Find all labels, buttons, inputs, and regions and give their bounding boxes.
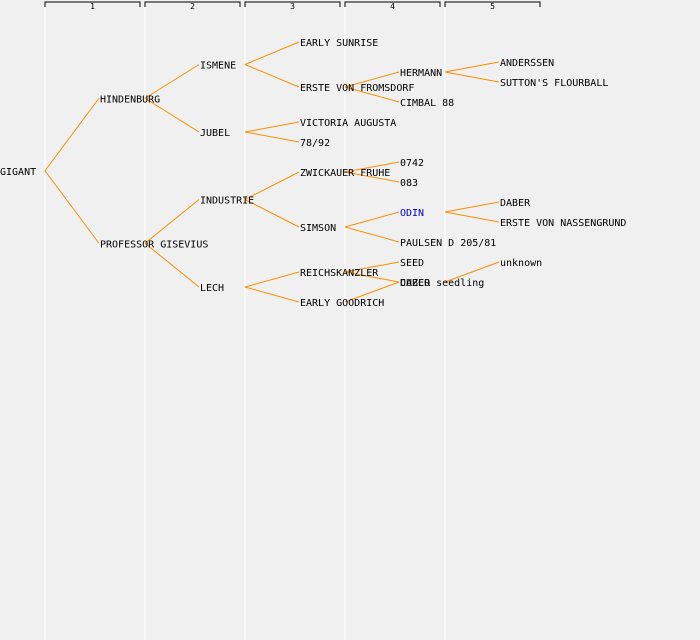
- generation-label: 4: [390, 2, 395, 11]
- tree-node: PAULSEN D 205/81: [400, 238, 496, 249]
- edge-layer: [44, 41, 500, 303]
- generation-label: 1: [90, 2, 95, 11]
- tree-node: 78/92: [300, 138, 330, 149]
- tree-edge: [344, 281, 400, 303]
- tree-edge: [444, 71, 500, 83]
- tree-edge: [244, 271, 300, 288]
- generation-label: 5: [490, 2, 495, 11]
- tree-edge: [244, 131, 300, 143]
- tree-edge: [344, 271, 400, 283]
- tree-node: ISMENE: [200, 61, 236, 72]
- tree-edge: [344, 211, 400, 228]
- tree-node: JUBEL: [200, 128, 230, 139]
- tree-node: SIMSON: [300, 223, 336, 234]
- tree-edge: [44, 170, 100, 244]
- generation-bracket: [344, 1, 441, 7]
- tree-edge: [244, 171, 300, 200]
- tree-edge: [244, 121, 300, 133]
- tree-edge: [344, 171, 400, 183]
- tree-node: REICHSKANZLER: [300, 268, 379, 279]
- tree-node: EARLY GOODRICH: [300, 298, 384, 309]
- tree-node: HERMANN: [400, 68, 442, 79]
- generation-label: 3: [290, 2, 295, 11]
- tree-node: ZWICKAUER FRUHE: [300, 168, 390, 179]
- generation-bracket: [444, 1, 541, 7]
- tree-node: 083: [400, 178, 418, 189]
- tree-edge: [344, 226, 400, 243]
- tree-node: EARLY SUNRISE: [300, 38, 378, 49]
- tree-edge: [444, 61, 500, 73]
- tree-node: INDUSTRIE: [200, 196, 254, 207]
- tree-node: ANDERSSEN: [500, 58, 554, 69]
- tree-node: SEED: [400, 258, 424, 269]
- tree-edge: [244, 41, 300, 65]
- tree-node: VICTORIA AUGUSTA: [300, 118, 396, 129]
- tree-edge: [344, 261, 400, 273]
- tree-node: unknown: [500, 258, 542, 269]
- tree-node: ERSTE VON NASSENGRUND: [500, 218, 626, 229]
- generation-bracket: [144, 1, 241, 7]
- tree-node: CUZCO seedling: [400, 278, 484, 289]
- tree-node: 0742: [400, 158, 424, 169]
- generation-label: 2: [190, 2, 195, 11]
- tree-edge: [144, 64, 200, 99]
- generation-bracket: [244, 1, 341, 7]
- tree-node: GIGANT: [0, 167, 36, 178]
- tree-node: DABER: [500, 198, 531, 209]
- tree-edge: [244, 199, 300, 228]
- tree-node: PROFESSOR GISEVIUS: [100, 239, 208, 250]
- tree-node: SUTTON'S FLOURBALL: [500, 78, 608, 89]
- tree-edge: [444, 261, 500, 283]
- tree-edge: [344, 161, 400, 173]
- tree-edge: [244, 286, 300, 303]
- tree-edge: [44, 97, 100, 172]
- tree-node: LECH: [200, 283, 224, 294]
- tree-edge: [144, 242, 200, 288]
- tree-edge: [444, 201, 500, 213]
- tree-edge: [144, 97, 200, 133]
- generation-grid: 1 2 3 4 5: [44, 1, 541, 640]
- tree-edge: [244, 64, 300, 88]
- tree-edge: [344, 86, 400, 103]
- tree-node: DABER: [400, 278, 431, 289]
- tree-edge: [144, 199, 200, 244]
- tree-node: ODIN: [400, 208, 424, 219]
- tree-edge: [344, 71, 400, 88]
- generation-bracket: [44, 1, 141, 7]
- tree-node: CIMBAL 88: [400, 98, 454, 109]
- tree-node: ERSTE VON FROMSDORF: [300, 83, 414, 94]
- tree-edge: [444, 211, 500, 223]
- tree-node: HINDENBURG: [100, 94, 160, 105]
- node-layer: GIGANT HINDENBURG ISMENE EARLY SUNRISE ERSTE…: [0, 38, 626, 309]
